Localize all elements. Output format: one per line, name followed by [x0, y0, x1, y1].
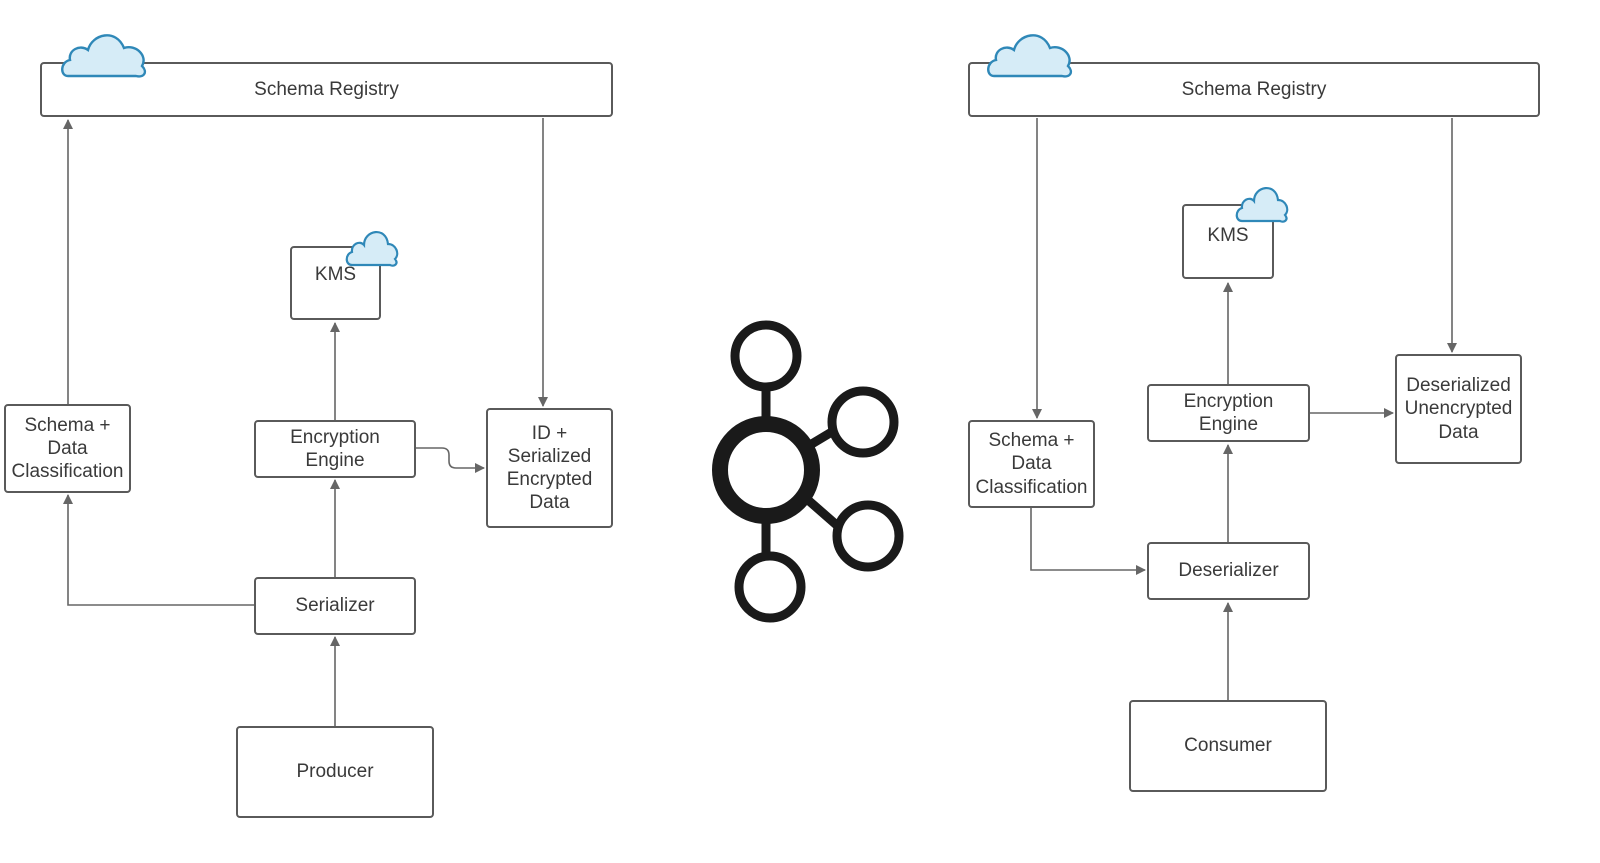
output-data-box-consumer: Deserialized Unencrypted Data	[1395, 354, 1522, 464]
schema-registry-box-consumer: Schema Registry	[968, 62, 1540, 117]
output-data-label: Deserialized Unencrypted Data	[1404, 375, 1513, 443]
consumer-box: Consumer	[1129, 700, 1327, 792]
cloud-icon	[61, 34, 147, 78]
deserializer-label: Deserializer	[1178, 560, 1279, 582]
deserializer-box: Deserializer	[1147, 542, 1310, 600]
output-data-label: ID + Serialized Encrypted Data	[506, 422, 593, 514]
schema-registry-label: Schema Registry	[254, 78, 399, 100]
serializer-box: Serializer	[254, 577, 416, 635]
schema-registry-label: Schema Registry	[1181, 78, 1327, 100]
schema-registry-box-producer: Schema Registry	[40, 62, 613, 117]
schema-classification-box-consumer: Schema + Data Classification	[968, 420, 1095, 508]
encryption-engine-label: Encryption Engine	[1183, 390, 1274, 435]
encryption-engine-box-producer: Encryption Engine	[254, 420, 416, 478]
cloud-icon	[987, 34, 1073, 78]
cloud-icon	[1235, 187, 1289, 223]
kafka-logo-icon	[712, 320, 904, 623]
consumer-label: Consumer	[1184, 735, 1272, 757]
kms-label: KMS	[1207, 224, 1249, 246]
producer-label: Producer	[296, 761, 374, 783]
arrow-serializer-to-classification	[63, 494, 255, 606]
arrow-encryption-to-output	[416, 447, 485, 473]
producer-box: Producer	[236, 726, 434, 818]
schema-classification-label: Schema + Data Classification	[11, 414, 124, 483]
arrow-classification-to-deserializer	[1030, 508, 1146, 575]
encryption-engine-label: Encryption Engine	[290, 426, 380, 471]
kms-label: KMS	[314, 264, 357, 286]
schema-classification-label: Schema + Data Classification	[975, 430, 1088, 498]
encryption-engine-box-consumer: Encryption Engine	[1147, 384, 1310, 442]
serializer-label: Serializer	[295, 595, 375, 617]
cloud-icon	[345, 231, 399, 267]
schema-classification-box-producer: Schema + Data Classification	[4, 404, 131, 493]
output-data-box-producer: ID + Serialized Encrypted Data	[486, 408, 613, 528]
